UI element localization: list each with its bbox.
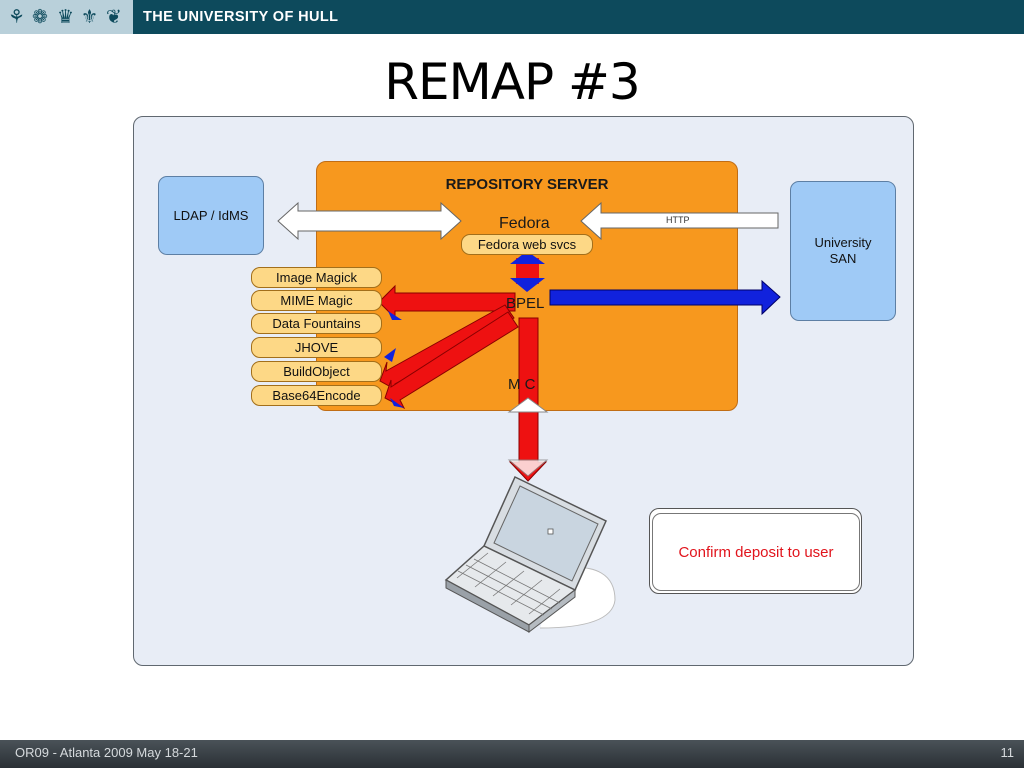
mc-label: M C — [508, 376, 536, 393]
fleur-de-lis-icon: ⚜ — [81, 6, 99, 28]
slide-number: 11 — [1000, 745, 1015, 760]
ldap-fedora-arrow — [277, 201, 462, 241]
bpel-base64-arrow — [384, 311, 519, 410]
service-jhove: JHOVE — [251, 337, 382, 358]
repository-server-title: REPOSITORY SERVER — [445, 176, 609, 193]
http-label: HTTP — [666, 215, 690, 225]
bpel-san-arrow — [549, 279, 781, 316]
bpel-label: BPEL — [506, 295, 545, 312]
confirm-deposit-box: Confirm deposit to user — [652, 513, 860, 591]
slide-title: REMAP #3 — [384, 53, 640, 111]
service-base64encode: Base64Encode — [251, 385, 382, 406]
footer-text: OR09 - Atlanta 2009 May 18-21 — [15, 745, 198, 760]
university-name: THE UNIVERSITY OF HULL — [143, 9, 339, 25]
service-image-magick: Image Magick — [251, 267, 382, 288]
ldap-label: LDAP / IdMS — [173, 207, 249, 223]
crest-panel: ⚘ ❁ ♛ ⚜ ❦ — [0, 0, 133, 34]
bpel-buildobject-arrow — [379, 304, 515, 393]
university-san-box: University SAN — [790, 181, 896, 321]
san-label: University SAN — [814, 235, 872, 266]
ldap-box: LDAP / IdMS — [158, 176, 264, 255]
service-data-fountains: Data Fountains — [251, 313, 382, 334]
fedora-web-svcs-pill: Fedora web svcs — [461, 234, 593, 255]
rose-icon: ❁ — [32, 6, 48, 28]
footer-bar — [0, 740, 1024, 768]
bird-icon: ❦ — [106, 6, 122, 28]
fedora-label: Fedora — [499, 215, 550, 232]
http-arrow — [580, 201, 779, 241]
bpel-service-arrow — [378, 284, 516, 320]
confirm-deposit-label: Confirm deposit to user — [678, 543, 834, 561]
wheatsheaf-icon: ⚘ — [8, 6, 26, 28]
header-bar — [0, 0, 1024, 34]
service-buildobject: BuildObject — [251, 361, 382, 382]
crown-icon: ♛ — [57, 6, 75, 28]
service-mime-magic: MIME Magic — [251, 290, 382, 311]
confirm-box-outer — [649, 508, 862, 594]
laptop-icon — [444, 475, 616, 634]
websvcs-bpel-arrow — [516, 258, 539, 284]
